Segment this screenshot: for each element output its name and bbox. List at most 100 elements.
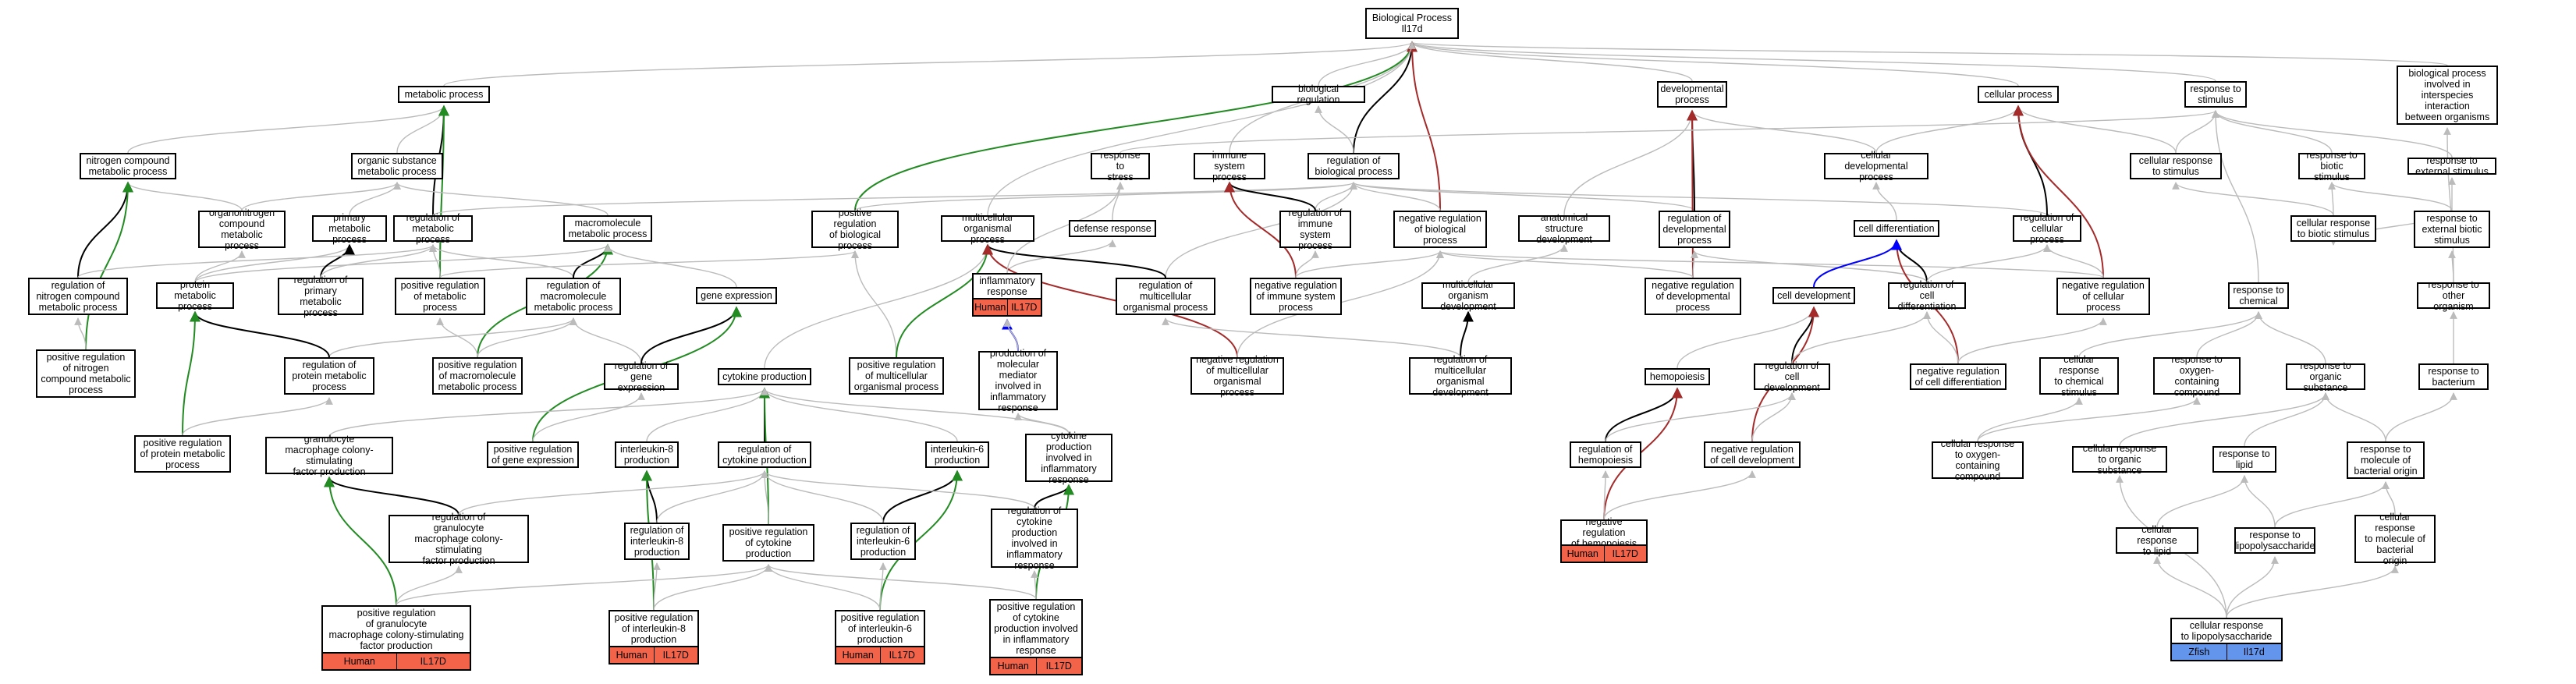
go-term-crbiot[interactable]: cellular response to biotic stimulus [2290,215,2376,242]
go-term-rebiot[interactable]: response to external biotic stimulus [2414,211,2490,248]
go-term-rbact[interactable]: response to bacterium [2418,363,2489,390]
go-term-roth[interactable]: response to other organism [2417,279,2490,312]
go-term-crlipid[interactable]: cellular response to lipid [2116,524,2198,557]
go-term-rmp[interactable]: regulation of metabolic process [393,212,473,245]
go-term-celldev[interactable]: cell development [1772,287,1855,304]
go-term-rpmp[interactable]: regulation of primary metabolic process [278,275,364,318]
go-term-celldiff[interactable]: cell differentiation [1854,220,1939,237]
go-term-pmp[interactable]: primary metabolic process [312,212,387,245]
go-term-roxy[interactable]: response to oxygen-containing compound [2153,354,2241,398]
edge-is-a [879,562,887,611]
go-term-risp[interactable]: regulation of immune system process [1279,207,1351,251]
go-term-rhemo[interactable]: regulation of hemopoiesis [1570,441,1641,468]
edge-part-of [1605,387,1683,442]
go-term-rorg[interactable]: response to organic substance [2286,360,2365,393]
go-term-interorg[interactable]: biological process involved in interspec… [2397,66,2498,125]
go-term-rmod[interactable]: regulation of multicellular organismal d… [1409,354,1512,398]
go-term-crstim[interactable]: cellular response to stimulus [2130,153,2222,179]
edge-is-a [194,244,612,283]
go-term-prmp[interactable]: positive regulation of metabolic process [395,278,485,315]
go-term-ril8[interactable]: regulation of interleukin-8 production [624,523,690,560]
go-term-nrcellp[interactable]: negative regulation of cellular process [2056,278,2150,315]
go-term-infl[interactable]: inflammatory response [972,273,1042,299]
go-term-mmp[interactable]: macromolecule metabolic process [563,215,652,242]
go-term-gexp[interactable]: gene expression [696,287,777,304]
edge-is-a [2014,105,2177,154]
go-term-defr[interactable]: defense response [1069,220,1156,237]
edge-part-of [324,476,459,516]
go-term-prprot[interactable]: positive regulation of protein metabolic… [134,435,231,473]
go-term-rcdiff[interactable]: regulation of cell differentiation [1888,279,1966,312]
go-term-ncmp[interactable]: nitrogen compound metabolic process [80,153,176,179]
go-term-nrbp[interactable]: negative regulation of biological proces… [1393,211,1487,248]
go-term-rcyt[interactable]: regulation of cytokine production [718,441,811,468]
go-term-ril6[interactable]: regulation of interleukin-6 production [850,523,916,560]
go-term-prcytinfl[interactable]: positive regulation of cytokine producti… [989,599,1083,658]
go-term-onmp[interactable]: organonitrogen compound metabolic proces… [198,207,286,251]
go-term-cellp[interactable]: cellular process [1978,86,2059,103]
go-term-devp[interactable]: developmental process [1657,81,1727,108]
edge-is-a [458,470,768,516]
go-term-pril8[interactable]: positive regulation of interleukin-8 pro… [609,610,699,647]
annotation-species: Zfish [2188,647,2210,657]
go-term-prncmp[interactable]: positive regulation of nitrogen compound… [36,349,136,398]
go-term-prmmp[interactable]: positive regulation of macromolecule met… [432,357,523,395]
go-term-nrdevp[interactable]: negative regulation of developmental pro… [1645,278,1741,315]
go-term-biolreg[interactable]: biological regulation [1272,83,1365,105]
go-term-crmbo[interactable]: cellular response to molecule of bacteri… [2354,512,2436,566]
go-term-rdevp[interactable]: regulation of developmental process [1659,211,1730,248]
go-term-prgexp[interactable]: positive regulation of gene expression [487,441,579,468]
go-term-rcellp[interactable]: regulation of cellular process [2013,212,2081,245]
go-term-rlipid[interactable]: response to lipid [2212,446,2276,473]
go-term-rmmp[interactable]: regulation of macromolecule metabolic pr… [526,278,621,315]
go-term-crlps[interactable]: cellular response to lipopolysaccharide [2170,618,2283,644]
go-term-crchem[interactable]: cellular response to chemical stimulus [2039,354,2119,398]
go-term-rmbo[interactable]: response to molecule of bacterial origin [2347,441,2425,479]
go-term-il8[interactable]: interleukin-8 production [615,441,679,468]
go-term-prbp[interactable]: positive regulation of biological proces… [811,207,899,251]
go-term-mop[interactable]: multicellular organismal process [941,212,1034,245]
go-term-protmp[interactable]: protein metabolic process [156,279,234,312]
go-term-rext[interactable]: response to external stimulus [2407,155,2496,177]
go-term-croxy[interactable]: cellular response to oxygen-containing c… [1932,438,2024,482]
edge-is-a [2322,392,2386,442]
go-term-prgmcsf[interactable]: positive regulation of granulocyte macro… [321,605,471,654]
go-term-rstress[interactable]: response to stress [1091,150,1150,183]
edge-is-a [1408,41,1693,82]
go-term-cdevp[interactable]: cellular developmental process [1824,150,1928,183]
go-term-isp[interactable]: immune system process [1194,150,1265,183]
go-term-pmmi[interactable]: production of molecular mediator involve… [978,348,1058,413]
go-term-cytprod[interactable]: cytokine production [718,368,811,385]
go-term-bp[interactable]: Biological Process Il17d [1365,8,1459,39]
go-term-asd[interactable]: anatomical structure development [1518,212,1610,245]
go-term-il6[interactable]: interleukin-6 production [925,441,989,468]
go-term-mod[interactable]: multicellular organism development [1421,279,1515,312]
go-term-rncmp[interactable]: regulation of nitrogen compound metaboli… [28,278,128,315]
go-term-nrmop[interactable]: negative regulation of multicellular org… [1190,354,1284,398]
go-term-rcytinfl[interactable]: regulation of cytokine production involv… [991,505,1078,571]
go-term-mp[interactable]: metabolic process [398,86,490,103]
go-term-cytinfl[interactable]: cytokine production involved in inflamma… [1025,431,1112,485]
go-term-rbiot[interactable]: response to biotic stimulus [2298,150,2365,183]
go-term-rbp[interactable]: regulation of biological process [1308,153,1400,179]
go-term-rcdev[interactable]: regulation of cell development [1754,360,1830,393]
go-term-rprotmp[interactable]: regulation of protein metabolic process [284,357,374,395]
go-term-rmop[interactable]: regulation of multicellular organismal p… [1116,278,1215,315]
go-term-nrcdiff[interactable]: negative regulation of cell differentiat… [1910,363,2007,390]
go-term-osmp[interactable]: organic substance metabolic process [351,153,443,179]
go-term-rgexp[interactable]: regulation of gene expression [604,360,679,393]
go-term-nrisp[interactable]: negative regulation of immune system pro… [1250,278,1342,315]
edge-is-a [349,182,401,216]
go-term-nrcdev[interactable]: negative regulation of cell development [1704,441,1801,468]
go-term-rlps[interactable]: response to lipopolysaccharide [2234,527,2315,554]
go-term-gmcsf[interactable]: granulocyte macrophage colony-stimulatin… [265,434,393,477]
go-term-prcyt[interactable]: positive regulation of cytokine producti… [722,524,814,562]
go-term-rchem[interactable]: response to chemical [2228,282,2289,309]
go-term-rgmcsf[interactable]: regulation of granulocyte macrophage col… [389,512,529,566]
go-term-rstim[interactable]: response to stimulus [2184,81,2247,108]
go-term-prmop[interactable]: positive regulation of multicellular org… [849,357,944,395]
go-term-crorg[interactable]: cellular response to organic substance [2072,443,2167,476]
go-term-hemo[interactable]: hemopoiesis [1645,368,1710,385]
go-term-nrhemo[interactable]: negative regulation of hemopoiesis [1560,516,1648,549]
go-term-pril6[interactable]: positive regulation of interleukin-6 pro… [835,610,925,647]
